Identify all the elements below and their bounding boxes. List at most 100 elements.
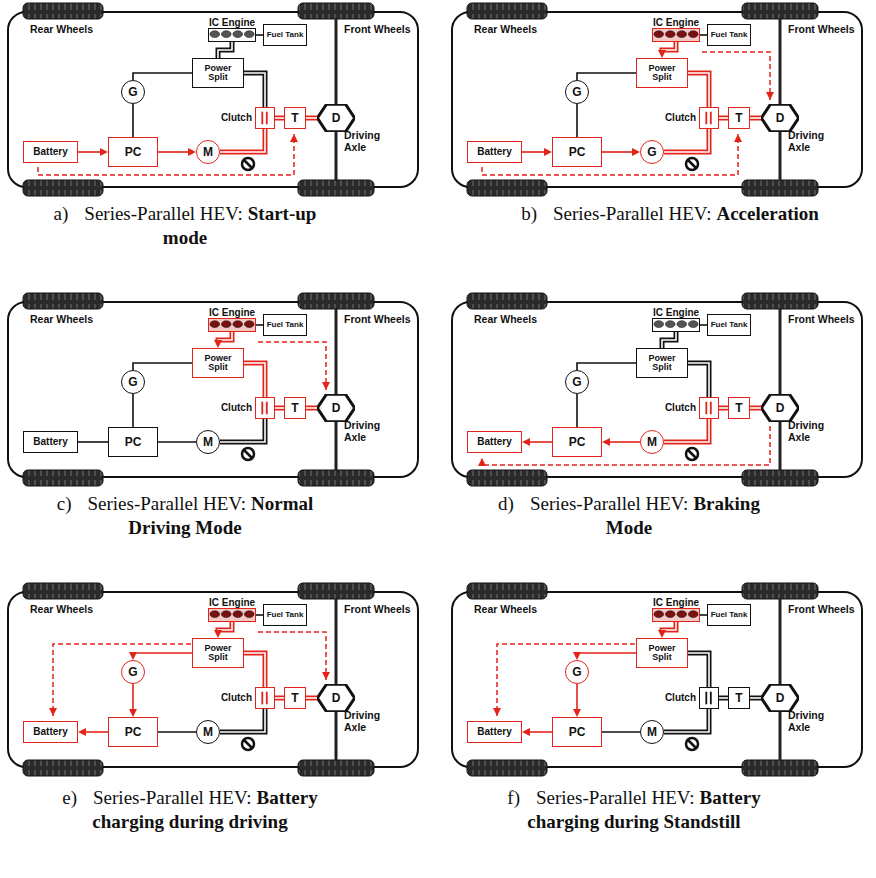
connector-line: [220, 709, 265, 732]
clutch-plate: [261, 112, 263, 125]
component-box: PC: [552, 427, 602, 457]
connector: [750, 118, 761, 119]
component-box: Battery: [23, 431, 78, 453]
component-box: Battery: [23, 721, 78, 743]
wheel-label: Front Wheels: [344, 314, 411, 326]
component-label: Fuel Tank: [267, 611, 304, 619]
component-label: IC Engine: [209, 597, 255, 608]
connector: [129, 652, 192, 660]
connector-gap: [719, 697, 728, 699]
connector: [244, 363, 265, 397]
connector-line: [662, 42, 676, 51]
connector-line: [662, 332, 676, 348]
connector: [664, 129, 709, 152]
component-box: Power Split: [636, 348, 688, 378]
machine-circle: G: [121, 660, 145, 684]
arrow-head: [78, 728, 86, 736]
clutch-symbol: Clutch: [255, 107, 275, 129]
connector-gap: [220, 709, 265, 732]
component-label: M: [203, 146, 213, 159]
panel-letter: d): [498, 492, 514, 516]
cylinder: [688, 321, 698, 328]
engine-icon: IC Engine: [652, 28, 700, 42]
clutch-plate: [705, 112, 707, 125]
component-label: T: [735, 692, 742, 705]
connector-line: [719, 116, 728, 121]
connector: [688, 363, 709, 397]
clutch-plate: [266, 402, 268, 415]
connector: [577, 363, 636, 370]
caption-text: Series-Parallel HEV:: [530, 492, 688, 516]
component-label: PC: [569, 726, 586, 739]
connector-gap: [218, 622, 232, 631]
differential-hexagon: D: [317, 394, 355, 422]
component-box: Battery: [467, 141, 522, 163]
machine-circle: M: [640, 720, 664, 744]
connector: [133, 363, 192, 370]
connector-gap: [688, 73, 709, 107]
connector: [602, 438, 640, 446]
component-box: PC: [108, 427, 158, 457]
connector-line: [220, 129, 265, 152]
arrow-head: [214, 340, 222, 348]
connector: [244, 653, 265, 687]
wheel-label: Front Wheels: [788, 24, 855, 36]
machine-circle: M: [640, 430, 664, 454]
connector-line: [602, 151, 633, 153]
arrow-head: [214, 630, 222, 638]
connector: [78, 148, 108, 156]
component-label: Fuel Tank: [711, 31, 748, 39]
power-flow-arrow: [482, 426, 770, 465]
cylinder: [233, 31, 243, 38]
wheel-label: Rear Wheels: [30, 24, 93, 36]
arrow-head: [129, 652, 137, 660]
clutch-symbol: Clutch: [699, 687, 719, 709]
cylinder: [244, 31, 254, 38]
connector-gap: [688, 363, 709, 397]
engine-cylinders: [653, 609, 699, 621]
arrow-head: [658, 630, 666, 638]
connector: [658, 42, 676, 58]
wheel-label: Rear Wheels: [474, 24, 537, 36]
panel-caption: d)Series-Parallel HEV:Braking Mode: [484, 492, 774, 540]
component-label: Power Split: [195, 64, 241, 83]
connector: [275, 698, 284, 699]
axle-label: Driving Axle: [344, 710, 390, 733]
differential-hexagon: D: [761, 684, 799, 712]
connector: [78, 728, 108, 736]
panel-caption: c)Series-Parallel HEV:Normal Driving Mod…: [40, 492, 330, 540]
wheel-label: Rear Wheels: [474, 604, 537, 616]
panel-letter: e): [62, 786, 77, 810]
component-box: Fuel Tank: [707, 314, 751, 336]
connector-line: [244, 653, 265, 687]
hexagon-shape: [761, 684, 798, 711]
component-label: IC Engine: [653, 17, 699, 28]
connector: [700, 615, 707, 616]
clutch-plate: [261, 692, 263, 705]
component-label: IC Engine: [653, 597, 699, 608]
clutch-plate: [710, 692, 712, 705]
connector: [256, 615, 263, 616]
connector-gap: [275, 407, 284, 409]
caption-text: Series-Parallel HEV:: [84, 202, 242, 226]
machine-circle: G: [121, 370, 145, 394]
component-box: Fuel Tank: [707, 604, 751, 626]
clutch-plates: [700, 688, 718, 708]
power-flow-arrow: [497, 644, 635, 716]
connector-line: [275, 696, 284, 701]
clutch-plate: [705, 402, 707, 415]
component-box: T: [284, 687, 306, 709]
connector-line: [133, 363, 192, 370]
connector-gap: [275, 117, 284, 119]
arrow-head: [632, 148, 640, 156]
panel-letter: f): [507, 786, 520, 810]
connector-line: [529, 441, 552, 443]
connector: [275, 408, 284, 409]
machine-circle: M: [196, 720, 220, 744]
connector-gap: [220, 129, 265, 152]
connector-line: [132, 104, 134, 137]
arrow-head: [544, 148, 552, 156]
connector-gap: [719, 117, 728, 119]
connector-line: [218, 332, 232, 341]
engine-cylinders: [653, 319, 699, 331]
